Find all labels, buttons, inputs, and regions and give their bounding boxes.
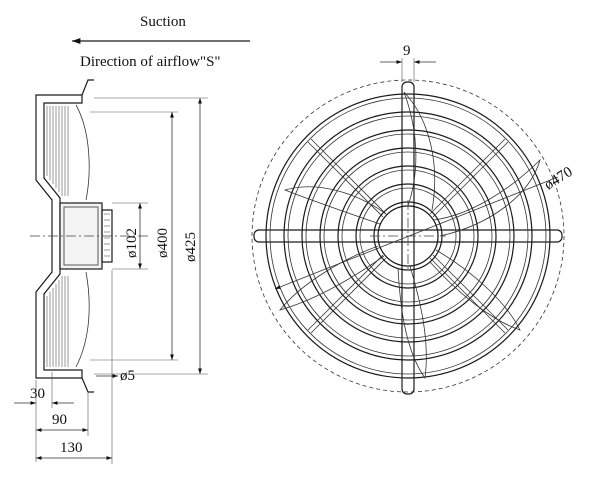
guard-outer-dashed bbox=[251, 79, 565, 393]
dim-mount-width: 9 bbox=[380, 43, 436, 82]
dim-depth-mid: 90 bbox=[36, 392, 89, 436]
dim-bolt-hole: ø5 bbox=[96, 368, 135, 384]
airflow-header: Suction Direction of airflow"S" bbox=[72, 14, 250, 70]
blade-profile bbox=[75, 104, 90, 368]
dim-depth-small: 30 bbox=[14, 372, 74, 462]
depth-small-label: 30 bbox=[30, 386, 45, 402]
outer-diameter-label: ø425 bbox=[183, 232, 199, 262]
hub-diameter-label: ø102 bbox=[124, 228, 140, 258]
guard-spokes bbox=[307, 138, 509, 334]
guard-wire-hatch bbox=[46, 106, 69, 367]
mount-width-label: 9 bbox=[403, 43, 411, 59]
top-flange-tab bbox=[81, 79, 94, 96]
bottom-flange-tab bbox=[81, 377, 94, 393]
front-view: 9 ø470 bbox=[251, 43, 576, 395]
housing-outline bbox=[35, 94, 83, 379]
bolt-hole-label: ø5 bbox=[120, 368, 135, 384]
fan-blades bbox=[278, 91, 541, 380]
motor-fins bbox=[104, 213, 110, 257]
depth-total-label: 130 bbox=[60, 440, 83, 456]
inner-diameter-label: ø400 bbox=[155, 228, 171, 258]
dim-hub-diameter: ø102 bbox=[112, 202, 148, 270]
suction-label: Suction bbox=[140, 14, 186, 30]
depth-mid-label: 90 bbox=[52, 412, 67, 428]
dim-depth-total: 130 bbox=[36, 270, 113, 464]
dim-outer-diameter: ø425 bbox=[94, 97, 208, 375]
side-view: ø102 ø400 ø425 ø5 30 90 bbox=[14, 79, 208, 464]
airflow-direction-label: Direction of airflow"S" bbox=[80, 54, 221, 70]
guard-diameter-label: ø470 bbox=[542, 164, 576, 193]
dim-inner-diameter: ø400 bbox=[90, 111, 178, 361]
